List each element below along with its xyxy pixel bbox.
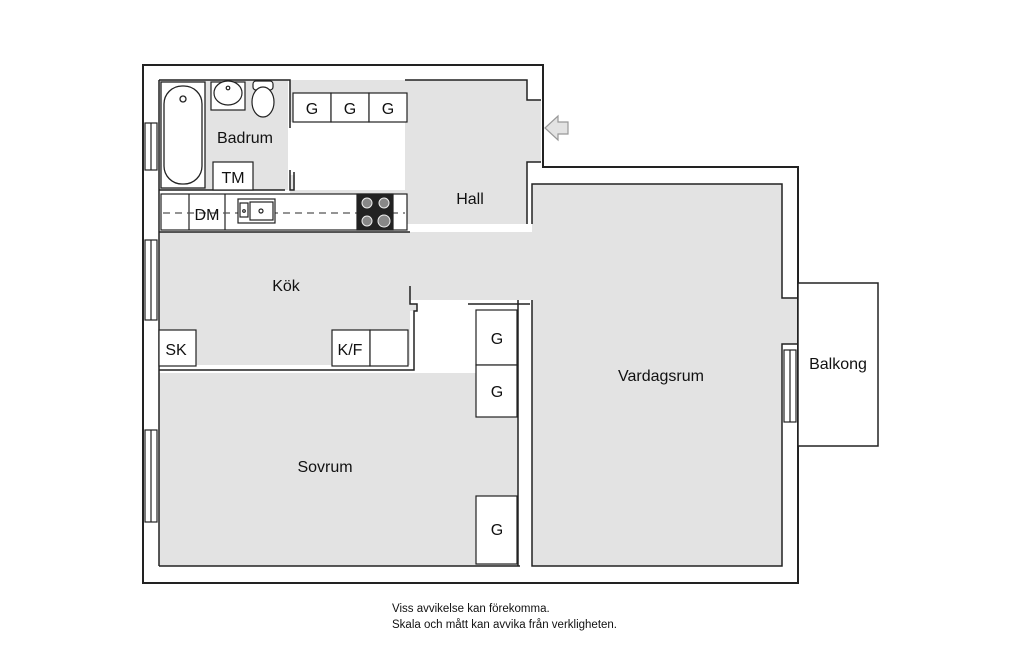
freezer: [158, 329, 197, 367]
freezer-label: SK: [165, 342, 187, 359]
room-label-kok: Kök: [272, 278, 301, 295]
room-label-badrum: Badrum: [217, 130, 273, 147]
sovrum-wardrobes: [475, 309, 518, 565]
dishwasher-label: DM: [195, 207, 220, 224]
wardrobe-label: G: [491, 331, 503, 348]
disclaimer-line-1: Viss avvikelse kan förekomma.: [392, 603, 550, 615]
disclaimer: Viss avvikelse kan förekomma. Skala och …: [392, 601, 617, 633]
fridge-freezer-label: K/F: [338, 342, 363, 359]
wardrobe-sovrum-2: [475, 364, 518, 418]
wardrobe-hall-3: [368, 92, 408, 123]
wardrobe-label: G: [491, 522, 503, 539]
bathtub-icon: [160, 81, 206, 189]
kitchen-counter: [160, 193, 408, 231]
connector-floor: [408, 232, 532, 300]
room-label-hall: Hall: [456, 191, 484, 208]
sink-icon: [210, 80, 246, 111]
stove-icon: [356, 193, 394, 231]
kitchen-sink-icon: [237, 198, 276, 224]
wardrobe-label: G: [306, 101, 318, 118]
hall-wardrobes: [292, 92, 408, 123]
kitchen-lower-units: [158, 329, 409, 367]
room-label-vardagsrum: Vardagsrum: [618, 368, 704, 385]
wardrobe-sovrum-3: [475, 495, 518, 565]
disclaimer-line-2: Skala och mått kan avvika från verklighe…: [392, 619, 618, 631]
wardrobe-label: G: [344, 101, 356, 118]
room-label-balkong: Balkong: [809, 356, 867, 373]
room-label-sovrum: Sovrum: [297, 459, 352, 476]
sovrum-floor: [159, 373, 518, 566]
entrance-arrow-icon: [544, 114, 569, 142]
interior-walls: [158, 79, 797, 567]
kitchen-cabinet: [369, 329, 409, 367]
wardrobe-label: G: [491, 384, 503, 401]
floor-plan: G G G TM DM SK K/F G G G Badrum Hall Kök…: [142, 64, 879, 584]
wardrobe-label: G: [382, 101, 394, 118]
fridge-freezer: [331, 329, 371, 367]
windows: [144, 122, 797, 523]
vardagsrum-floor: [532, 184, 797, 566]
tumble-dryer-label: TM: [221, 170, 244, 187]
tumble-dryer: [212, 161, 254, 191]
toilet-icon: [251, 80, 275, 118]
balkong-floor: [797, 282, 879, 447]
wardrobe-sovrum-1: [475, 309, 518, 366]
